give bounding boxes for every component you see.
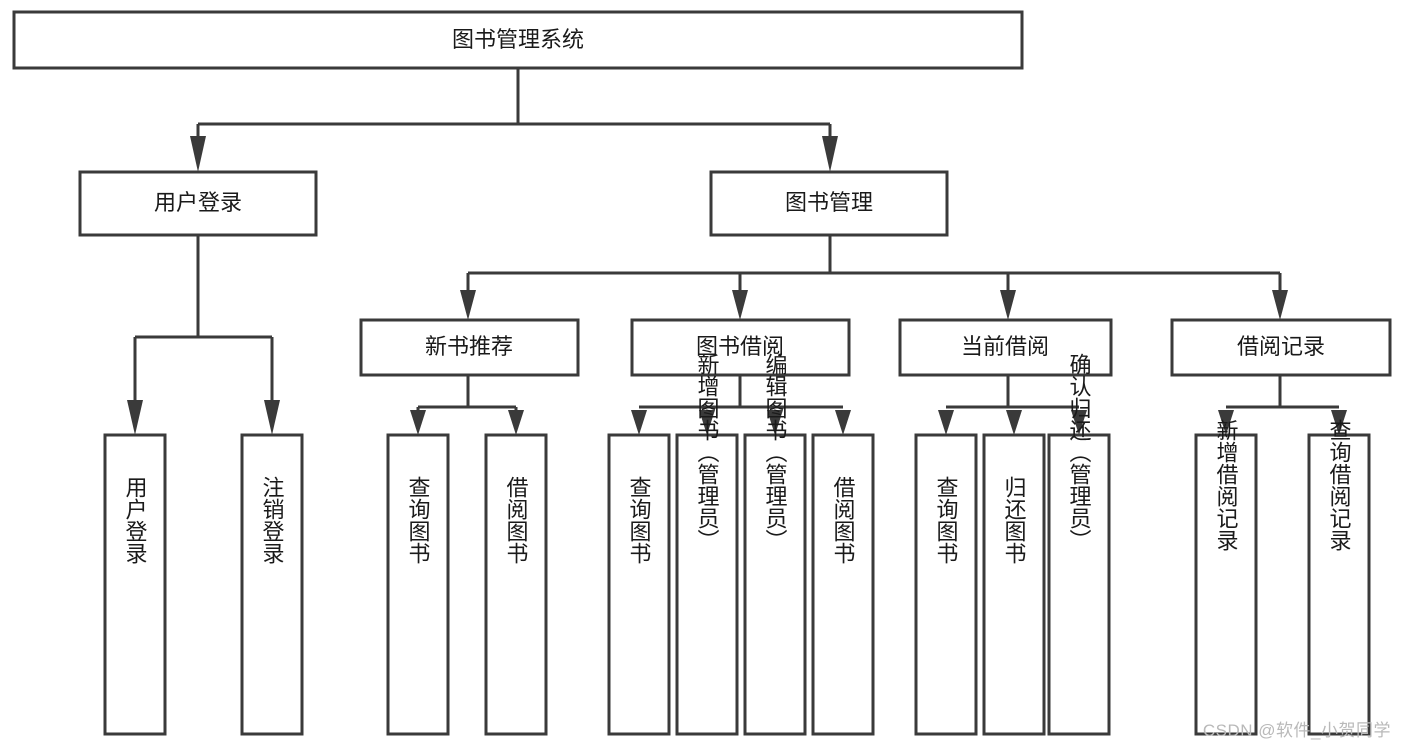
- node-leaf-rec-query-box[interactable]: [386, 433, 450, 736]
- arrowhead-leaf-cur-query: [938, 410, 954, 435]
- node-current-borrow[interactable]: 当前借阅: [898, 318, 1113, 377]
- node-leaf-user-login[interactable]: 用户登录: [103, 433, 167, 736]
- arrowhead-current-borrow: [1000, 290, 1016, 320]
- node-leaf-cur-return[interactable]: 归还图书: [982, 433, 1046, 736]
- arrowhead-leaf-borrow-lend: [835, 410, 851, 435]
- node-new-book-rec-label: 新书推荐: [425, 334, 513, 359]
- node-leaf-cur-query-label: 查询图书: [934, 476, 959, 564]
- node-user-login-label: 用户登录: [154, 190, 242, 215]
- node-leaf-cur-confirm-box[interactable]: [1047, 433, 1111, 736]
- node-leaf-rec-search-label: 查询借阅记录: [1327, 419, 1352, 551]
- node-leaf-rec-search[interactable]: 查询借阅记录: [1307, 419, 1371, 736]
- arrowhead-leaf-cur-confirm: [1071, 410, 1087, 435]
- node-borrow-record[interactable]: 借阅记录: [1170, 318, 1392, 377]
- node-new-book-rec-box[interactable]: [359, 318, 580, 377]
- arrowhead-user-login: [190, 136, 206, 172]
- node-root-label: 图书管理系统: [452, 27, 584, 52]
- node-current-borrow-box[interactable]: [898, 318, 1113, 377]
- node-leaf-borrow-edit-box[interactable]: [743, 433, 807, 736]
- arrowhead-book-manage: [822, 136, 838, 172]
- node-leaf-cur-confirm[interactable]: 确认归还（管理员）: [1047, 353, 1111, 736]
- connector-group-new-book-rec: [410, 375, 524, 435]
- node-book-borrow[interactable]: 图书借阅: [630, 318, 851, 377]
- arrowhead-book-borrow: [732, 290, 748, 320]
- node-current-borrow-label: 当前借阅: [961, 334, 1049, 359]
- connector-group-current-borrow: [938, 375, 1087, 435]
- node-leaf-rec-borrow-box[interactable]: [484, 433, 548, 736]
- node-book-manage[interactable]: 图书管理: [709, 170, 949, 237]
- node-leaf-rec-borrow[interactable]: 借阅图书: [484, 433, 548, 736]
- node-book-borrow-label: 图书借阅: [696, 334, 784, 359]
- node-leaf-cur-query[interactable]: 查询图书: [914, 433, 978, 736]
- node-leaf-borrow-lend-label: 借阅图书: [831, 476, 856, 564]
- node-leaf-borrow-edit[interactable]: 编辑图书（管理员）: [743, 353, 807, 736]
- node-leaf-rec-add-box[interactable]: [1194, 433, 1258, 736]
- node-leaf-rec-search-box[interactable]: [1307, 433, 1371, 736]
- node-leaf-user-logout-label: 注销登录: [260, 476, 285, 564]
- node-leaf-borrow-query-box[interactable]: [607, 433, 671, 736]
- node-root[interactable]: 图书管理系统: [12, 10, 1024, 70]
- arrowhead-borrow-record: [1272, 290, 1288, 320]
- arrowhead-new-book-rec: [460, 290, 476, 320]
- node-leaf-borrow-lend-box[interactable]: [811, 433, 875, 736]
- arrowhead-leaf-cur-return: [1006, 410, 1022, 435]
- node-leaf-rec-add-label: 新增借阅记录: [1214, 419, 1239, 551]
- node-book-borrow-box[interactable]: [630, 318, 851, 377]
- node-leaf-cur-query-box[interactable]: [914, 433, 978, 736]
- node-leaf-rec-query-label: 查询图书: [406, 476, 431, 564]
- node-leaf-user-login-label: 用户登录: [123, 476, 148, 564]
- node-user-login[interactable]: 用户登录: [78, 170, 318, 237]
- arrowhead-leaf-borrow-edit: [767, 410, 783, 435]
- csdn-watermark: CSDN @软件_小贺同学: [1202, 721, 1391, 740]
- arrowhead-leaf-borrow-add: [699, 410, 715, 435]
- node-root-box[interactable]: [12, 10, 1024, 70]
- node-leaf-cur-return-label: 归还图书: [1002, 476, 1027, 564]
- connector-group-user-login: [127, 235, 280, 435]
- connector-group-book-borrow: [631, 375, 851, 435]
- node-leaf-user-login-box[interactable]: [103, 433, 167, 736]
- connector-group-borrow-record: [1218, 375, 1347, 435]
- node-new-book-rec[interactable]: 新书推荐: [359, 318, 580, 377]
- node-leaf-user-logout[interactable]: 注销登录: [240, 433, 304, 736]
- arrowhead-leaf-rec-add: [1218, 410, 1234, 435]
- node-leaf-user-logout-box[interactable]: [240, 433, 304, 736]
- node-leaf-borrow-add[interactable]: 新增图书（管理员）: [675, 353, 739, 736]
- node-leaf-cur-confirm-label: 确认归还（管理员）: [1067, 353, 1092, 551]
- node-leaf-borrow-add-box[interactable]: [675, 433, 739, 736]
- node-leaf-rec-add[interactable]: 新增借阅记录: [1194, 419, 1258, 736]
- node-leaf-rec-query[interactable]: 查询图书: [386, 433, 450, 736]
- arrowhead-leaf-borrow-query: [631, 410, 647, 435]
- node-borrow-record-box[interactable]: [1170, 318, 1392, 377]
- node-leaf-cur-return-box[interactable]: [982, 433, 1046, 736]
- arrowhead-leaf-rec-search: [1331, 410, 1347, 435]
- arrowhead-leaf-rec-borrow: [508, 410, 524, 435]
- node-borrow-record-label: 借阅记录: [1237, 334, 1325, 359]
- node-leaf-borrow-add-label: 新增图书（管理员）: [695, 353, 720, 551]
- connector-group-book-manage: [460, 235, 1288, 320]
- connector-group-root: [190, 68, 838, 172]
- node-book-manage-label: 图书管理: [785, 190, 873, 215]
- node-leaf-borrow-lend[interactable]: 借阅图书: [811, 433, 875, 736]
- arrowhead-leaf-user-login: [127, 400, 143, 435]
- arrowhead-leaf-rec-query: [410, 410, 426, 435]
- node-leaf-rec-borrow-label: 借阅图书: [504, 476, 529, 564]
- node-leaf-borrow-edit-label: 编辑图书（管理员）: [763, 353, 788, 551]
- node-leaf-borrow-query[interactable]: 查询图书: [607, 433, 671, 736]
- node-leaf-borrow-query-label: 查询图书: [627, 476, 652, 564]
- node-user-login-box[interactable]: [78, 170, 318, 237]
- node-book-manage-box[interactable]: [709, 170, 949, 237]
- arrowhead-leaf-user-logout: [264, 400, 280, 435]
